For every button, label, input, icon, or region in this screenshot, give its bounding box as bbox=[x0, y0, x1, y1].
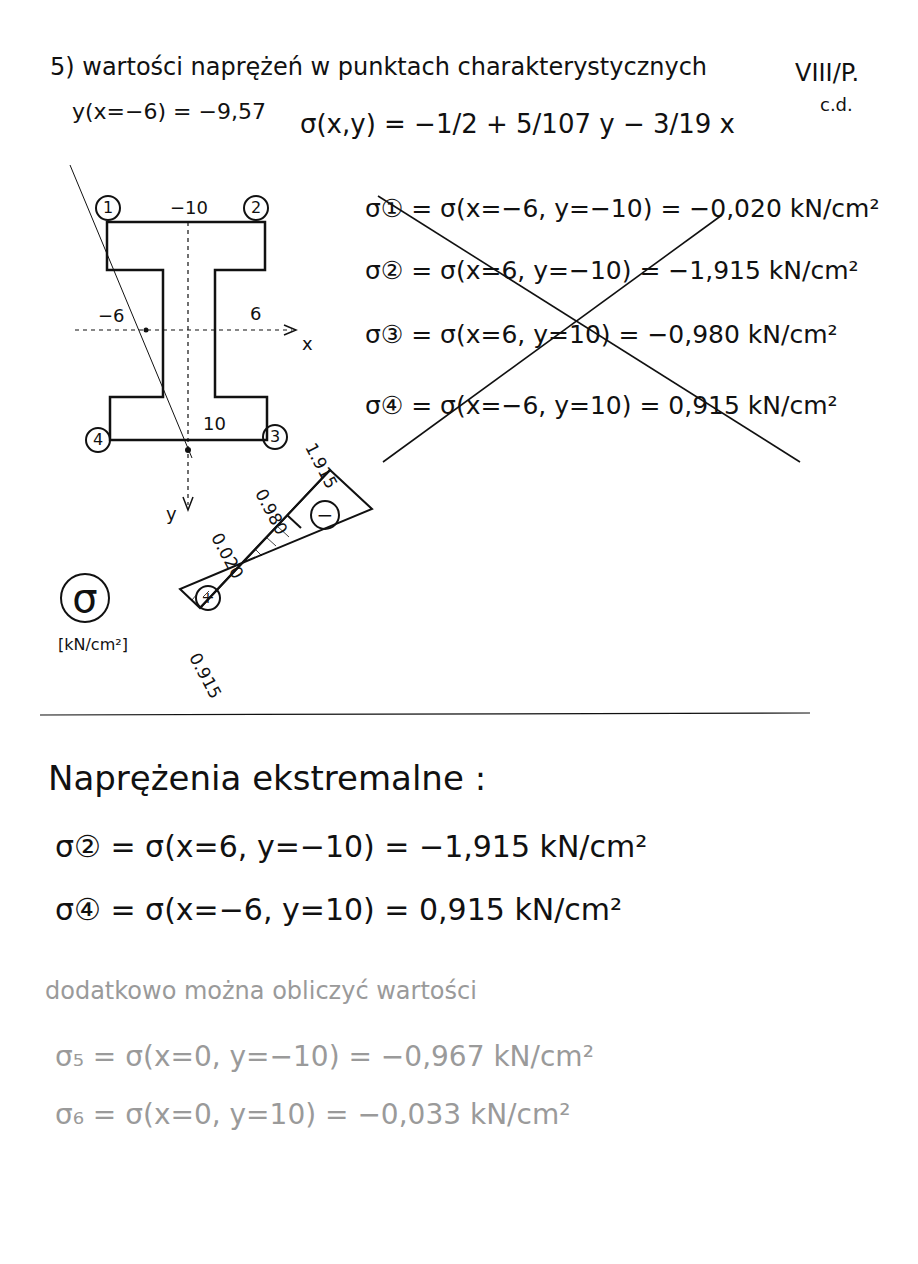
circled-callout: σ bbox=[60, 573, 110, 623]
y-axis bbox=[187, 222, 188, 505]
circled-callout: 4 bbox=[85, 427, 111, 453]
circled-callout: − bbox=[310, 500, 340, 530]
equation: σ① = σ(x=−6, y=−10) = −0,020 kN/cm² bbox=[365, 195, 879, 223]
equation: σ② = σ(x=6, y=−10) = −1,915 kN/cm² bbox=[55, 830, 647, 863]
dimension: −6 bbox=[98, 306, 125, 326]
unit: [kN/cm²] bbox=[58, 636, 128, 654]
equation: σ④ = σ(x=−6, y=10) = 0,915 kN/cm² bbox=[365, 392, 838, 420]
equation: σ(x,y) = −1/2 + 5/107 y − 3/19 x bbox=[300, 110, 735, 139]
equation: σ② = σ(x=6, y=−10) = −1,915 kN/cm² bbox=[365, 257, 859, 285]
y-axis-arrow bbox=[183, 497, 193, 510]
x-axis-arrow bbox=[284, 325, 296, 335]
i-beam-section bbox=[107, 222, 267, 440]
equation: σ₆ = σ(x=0, y=10) = −0,033 kN/cm² bbox=[55, 1100, 570, 1131]
circled-callout: + bbox=[195, 585, 221, 611]
note: c.d. bbox=[820, 95, 853, 115]
circled-callout: 3 bbox=[262, 424, 288, 450]
callout-text: 2 bbox=[251, 200, 261, 216]
callout-text: σ bbox=[72, 578, 97, 618]
dimension: 6 bbox=[250, 304, 261, 324]
dimension: 10 bbox=[203, 414, 226, 434]
note: dodatkowo można obliczyć wartości bbox=[45, 978, 477, 1004]
axis-label: y bbox=[166, 504, 177, 524]
x-axis bbox=[75, 329, 292, 330]
sheet-number: VIII/P. bbox=[795, 60, 859, 86]
dimension: −10 bbox=[170, 198, 208, 218]
callout-text: + bbox=[201, 590, 214, 606]
stress-diagram bbox=[180, 470, 372, 608]
ordinate bbox=[244, 561, 245, 562]
section-heading: 5) wartości naprężeń w punktach charakte… bbox=[50, 54, 707, 80]
circled-callout: 2 bbox=[243, 195, 269, 221]
callout-text: 3 bbox=[270, 429, 280, 445]
separator bbox=[40, 713, 810, 715]
callout-text: 4 bbox=[93, 432, 103, 448]
section-heading: Naprężenia ekstremalne : bbox=[48, 760, 486, 797]
stress-value: 0.980 bbox=[251, 486, 290, 538]
stress-value: 1.915 bbox=[301, 440, 340, 492]
axis-point bbox=[144, 328, 149, 333]
equation: σ③ = σ(x=6, y=10) = −0,980 kN/cm² bbox=[365, 321, 838, 349]
callout-text: − bbox=[317, 505, 334, 525]
equation: σ④ = σ(x=−6, y=10) = 0,915 kN/cm² bbox=[55, 893, 622, 926]
equation: y(x=−6) = −9,57 bbox=[72, 100, 266, 124]
axis-label: x bbox=[302, 334, 313, 354]
negative-area bbox=[242, 470, 372, 563]
stress-value: 0.915 bbox=[185, 650, 224, 702]
equation: σ₅ = σ(x=0, y=−10) = −0,967 kN/cm² bbox=[55, 1042, 594, 1073]
circled-callout: 1 bbox=[95, 195, 121, 221]
callout-text: 1 bbox=[103, 200, 113, 216]
